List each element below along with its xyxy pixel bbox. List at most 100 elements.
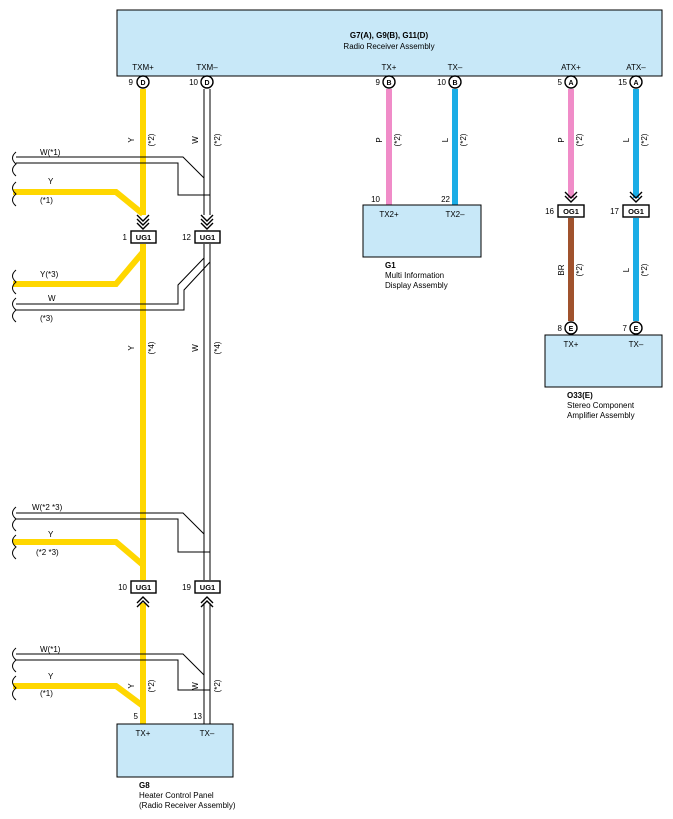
g1-id: G1 [385, 261, 396, 270]
g8-name-line2: (Radio Receiver Assembly) [139, 801, 236, 810]
g8-pin-label-tx-plus: TX+ [136, 729, 151, 738]
o33-pin-num: 8 [558, 324, 563, 333]
connector-og1-pin17: 17 OG1 [610, 204, 650, 218]
wire-label-og1-brown-note: (*2) [575, 263, 584, 276]
g1-pin-label-tx2-minus: TX2– [445, 210, 465, 219]
radio-pin-conn-tx-minus: B [452, 80, 457, 87]
connector-circle [136, 75, 150, 89]
radio-pin-conn-txm-minus: D [204, 80, 209, 87]
wire-label-txm-minus-note: (*2) [213, 133, 222, 146]
g8-pin-num-tx-plus: 5 [134, 712, 139, 721]
connector-label: OG1 [628, 207, 644, 216]
o33-pin-tx-minus: 7 E [623, 321, 643, 335]
wire-label-tx-plus-color: P [375, 137, 384, 142]
branch3-note: (*2 *3) [36, 548, 59, 557]
g1-pin-num-tx2-minus: 22 [441, 195, 450, 204]
radio-pin-label-tx-plus: TX+ [382, 63, 397, 72]
branch1-y-label: Y [48, 177, 54, 186]
radio-pin-num-atx-minus: 15 [618, 78, 627, 87]
branch3-w-wire-a [16, 512, 205, 580]
connector-label: UG1 [200, 583, 215, 592]
g1-pin-label-tx2-plus: TX2+ [379, 210, 399, 219]
connector-box [194, 230, 221, 244]
connector-ug1-pin12: 12 UG1 [182, 230, 221, 244]
branch2-w-label: W [48, 294, 56, 303]
radio-pin-label-atx-minus: ATX– [626, 63, 646, 72]
connector-og1-pin16: 16 OG1 [545, 204, 585, 218]
chevron-down-icon [136, 214, 150, 230]
o33-pin-tx-plus: 8 E [558, 321, 578, 335]
g1-name-line1: Multi Information [385, 271, 444, 280]
radio-pin-conn-tx-plus: B [386, 80, 391, 87]
branch4-y-label: Y [48, 672, 54, 681]
connector-ug1-pin1: 1 UG1 [123, 230, 157, 244]
g8-name-line1: Heater Control Panel [139, 791, 214, 800]
o33-pin-label-tx-minus: TX– [629, 340, 644, 349]
branch3-w-label: W(*2 *3) [32, 503, 63, 512]
radio-pin-tx-plus: 9 B [376, 75, 396, 89]
g1-display-box [362, 204, 482, 258]
branch2-bracket-lower [12, 297, 17, 323]
connector-ug1-pin10: 10 UG1 [118, 580, 157, 594]
branch4-bracket-lower [12, 675, 17, 701]
connector-pin-num: 19 [182, 583, 191, 592]
chevron-up-icon [200, 596, 214, 608]
g1-pin-num-tx2-plus: 10 [371, 195, 380, 204]
wire-label-mid-w-note: (*4) [213, 341, 222, 354]
branch4-note: (*1) [40, 689, 53, 698]
connector-pin-num: 10 [118, 583, 127, 592]
wire-label-og1-blue-note: (*2) [640, 263, 649, 276]
radio-pin-num-tx-minus: 10 [437, 78, 446, 87]
connector-circle [564, 321, 578, 335]
branch1-w-wire-b [16, 162, 210, 196]
o33-name-line1: Stereo Component [567, 401, 635, 410]
branch2-y-label: Y(*3) [40, 270, 59, 279]
wire-label-txm-plus-color: Y [127, 137, 136, 143]
chevron-up-icon [136, 596, 150, 608]
radio-pin-label-txm-plus: TXM+ [132, 63, 154, 72]
wire-label-og1-brown-color: BR [557, 264, 566, 275]
radio-receiver-title: G7(A), G9(B), G11(D) [350, 31, 429, 40]
connector-circle [629, 321, 643, 335]
radio-pin-conn-atx-plus: A [568, 80, 573, 87]
o33-amplifier-box [544, 334, 663, 388]
branch3-y-wire [13, 539, 145, 568]
connector-label: UG1 [136, 233, 151, 242]
wire-label-low-w-note: (*2) [213, 679, 222, 692]
o33-pin-num: 7 [623, 324, 628, 333]
connector-circle [200, 75, 214, 89]
wire-label-low-y-color: Y [127, 683, 136, 689]
branch1-w-label: W(*1) [40, 148, 61, 157]
connector-pin-num: 17 [610, 207, 619, 216]
branch2-w-wire-a [16, 257, 205, 305]
branch1-bracket-upper [12, 151, 17, 177]
radio-pin-tx-minus: 10 B [437, 75, 462, 89]
wire-label-atx-plus-color: P [557, 137, 566, 142]
connector-circle [448, 75, 462, 89]
connector-label: OG1 [563, 207, 579, 216]
branch4-bracket-upper [12, 647, 17, 673]
radio-pin-txm-plus: 9 D [129, 75, 150, 89]
branch2-note: (*3) [40, 314, 53, 323]
connector-circle [382, 75, 396, 89]
connector-pin-num: 1 [123, 233, 128, 242]
o33-pin-conn: E [634, 326, 639, 333]
chevron-down-icon [629, 191, 643, 203]
g8-pin-label-tx-minus: TX– [200, 729, 215, 738]
connector-ug1-pin19: 19 UG1 [182, 580, 221, 594]
connector-pin-num: 16 [545, 207, 554, 216]
wire-label-txm-plus-note: (*2) [147, 133, 156, 146]
radio-pin-conn-atx-minus: A [633, 80, 638, 87]
connector-box [557, 204, 585, 218]
connector-box [622, 204, 650, 218]
connector-pin-num: 12 [182, 233, 191, 242]
wire-label-low-y-note: (*2) [147, 679, 156, 692]
radio-pin-num-txm-plus: 9 [129, 78, 134, 87]
wire-label-tx-minus-color: L [441, 137, 450, 142]
wire-label-tx-minus-note: (*2) [459, 133, 468, 146]
o33-pin-conn: E [569, 326, 574, 333]
o33-pin-label-tx-plus: TX+ [564, 340, 579, 349]
wire-label-atx-plus-note: (*2) [575, 133, 584, 146]
o33-name-line2: Amplifier Assembly [567, 411, 635, 420]
